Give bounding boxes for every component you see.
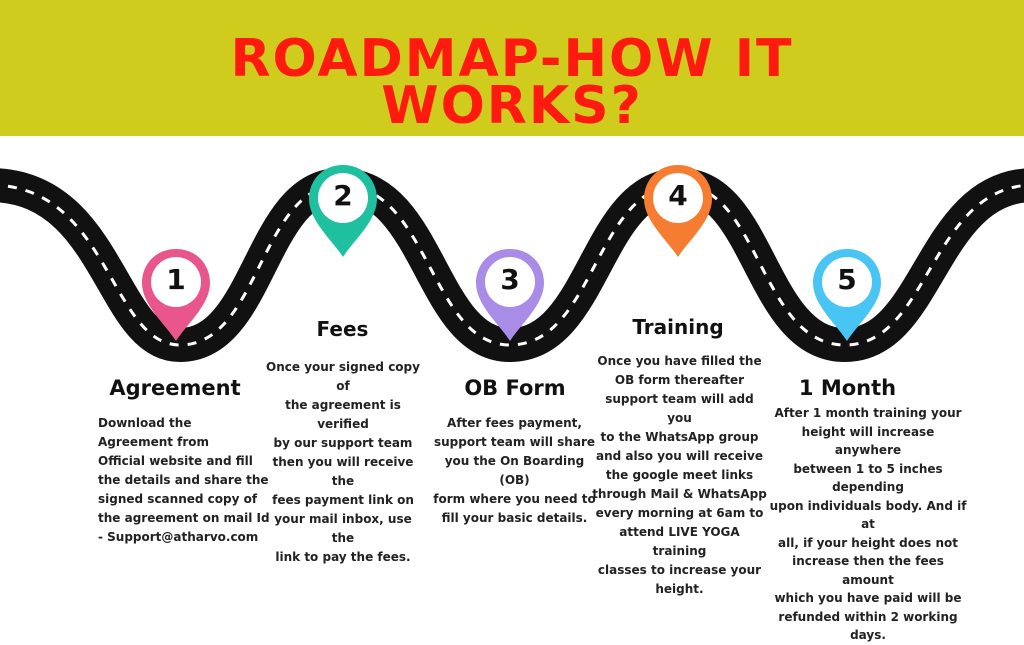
description-line: - Support@atharvo.com bbox=[98, 530, 259, 544]
step-5-number: 5 bbox=[837, 263, 857, 296]
step-5-marker: 5 bbox=[811, 247, 883, 343]
step-2-description: Once your signed copy of the agreement is… bbox=[262, 358, 424, 567]
map-pin-icon bbox=[476, 249, 544, 341]
description-line: form where you need to bbox=[433, 492, 596, 506]
step-1-heading: Agreement bbox=[109, 376, 241, 400]
map-pin-icon bbox=[813, 249, 881, 341]
description-line: Agreement from bbox=[98, 435, 210, 449]
step-4-description: Once you have filled the OB form thereaft… bbox=[592, 352, 767, 599]
description-line: upon individuals body. And if at bbox=[769, 498, 967, 532]
description-line: link to pay the fees. bbox=[275, 550, 411, 564]
description-line: support team will share bbox=[433, 435, 596, 449]
description-line: the google meet links bbox=[605, 468, 754, 482]
description-line: After fees payment, bbox=[447, 416, 582, 430]
step-1-marker: 1 bbox=[140, 247, 212, 343]
description-line: every morning at 6am to bbox=[595, 506, 764, 520]
step-3-number: 3 bbox=[500, 263, 520, 296]
map-pin-icon bbox=[142, 249, 210, 341]
description-line: fees payment link on bbox=[272, 493, 414, 507]
description-line: OB form thereafter bbox=[614, 373, 745, 387]
description-line: between 1 to 5 inches depending bbox=[793, 461, 943, 495]
description-line: After 1 month training your bbox=[774, 406, 962, 420]
description-line: refunded within 2 working bbox=[778, 609, 958, 624]
description-line: height will increase anywhere bbox=[801, 424, 935, 458]
description-line: the agreement on mail Id bbox=[98, 511, 270, 525]
map-pin-icon bbox=[644, 165, 712, 257]
description-line: to the WhatsApp group bbox=[600, 430, 759, 444]
step-2-marker: 2 bbox=[307, 163, 379, 259]
step-4-heading: Training bbox=[632, 315, 724, 339]
step-2-heading: Fees bbox=[316, 317, 369, 341]
description-line: classes to increase your bbox=[597, 563, 762, 577]
description-line: then you will receive the bbox=[272, 455, 414, 488]
step-5-description: After 1 month training your height will i… bbox=[768, 404, 968, 645]
step-3-heading: OB Form bbox=[464, 376, 566, 400]
description-line: and also you will receive bbox=[596, 449, 763, 463]
description-line: Once you have filled the bbox=[597, 354, 762, 368]
description-line: days. bbox=[850, 628, 886, 642]
step-2-number: 2 bbox=[333, 179, 353, 212]
description-line: fill your basic details. bbox=[441, 511, 588, 525]
description-line: by our support team bbox=[273, 436, 413, 450]
page-title-line-2: WORKS? bbox=[381, 76, 643, 136]
map-pin-icon bbox=[309, 165, 377, 257]
step-1-number: 1 bbox=[166, 263, 186, 296]
description-line: Once your signed copy of bbox=[266, 360, 420, 393]
description-line: through Mail & WhatsApp bbox=[592, 487, 767, 501]
description-line: Download the bbox=[98, 416, 192, 430]
step-4-marker: 4 bbox=[642, 163, 714, 259]
page-title-line-1: ROADMAP-HOW IT bbox=[230, 29, 794, 89]
description-line: your mail inbox, use the bbox=[274, 512, 412, 545]
description-line: all, if your height does not bbox=[778, 535, 958, 550]
description-line: the details and share the bbox=[98, 473, 269, 487]
winding-road bbox=[0, 167, 1024, 363]
description-line: Official website and fill bbox=[98, 454, 253, 468]
description-line: the agreement is verified bbox=[285, 398, 401, 431]
description-line: height. bbox=[655, 582, 704, 596]
description-line: which you have paid will be bbox=[774, 591, 962, 605]
title-banner bbox=[0, 0, 1024, 136]
step-5-heading: 1 Month bbox=[798, 376, 897, 400]
description-line: attend LIVE YOGA training bbox=[619, 525, 740, 558]
step-4-number: 4 bbox=[668, 179, 688, 212]
description-line: support team will add you bbox=[605, 392, 754, 425]
description-line: signed scanned copy of bbox=[98, 492, 258, 506]
step-3-description: After fees payment, support team will sha… bbox=[432, 414, 597, 528]
description-line: you the On Boarding (OB) bbox=[444, 454, 585, 487]
step-3-marker: 3 bbox=[474, 247, 546, 343]
description-line: increase then the fees amount bbox=[792, 554, 944, 587]
